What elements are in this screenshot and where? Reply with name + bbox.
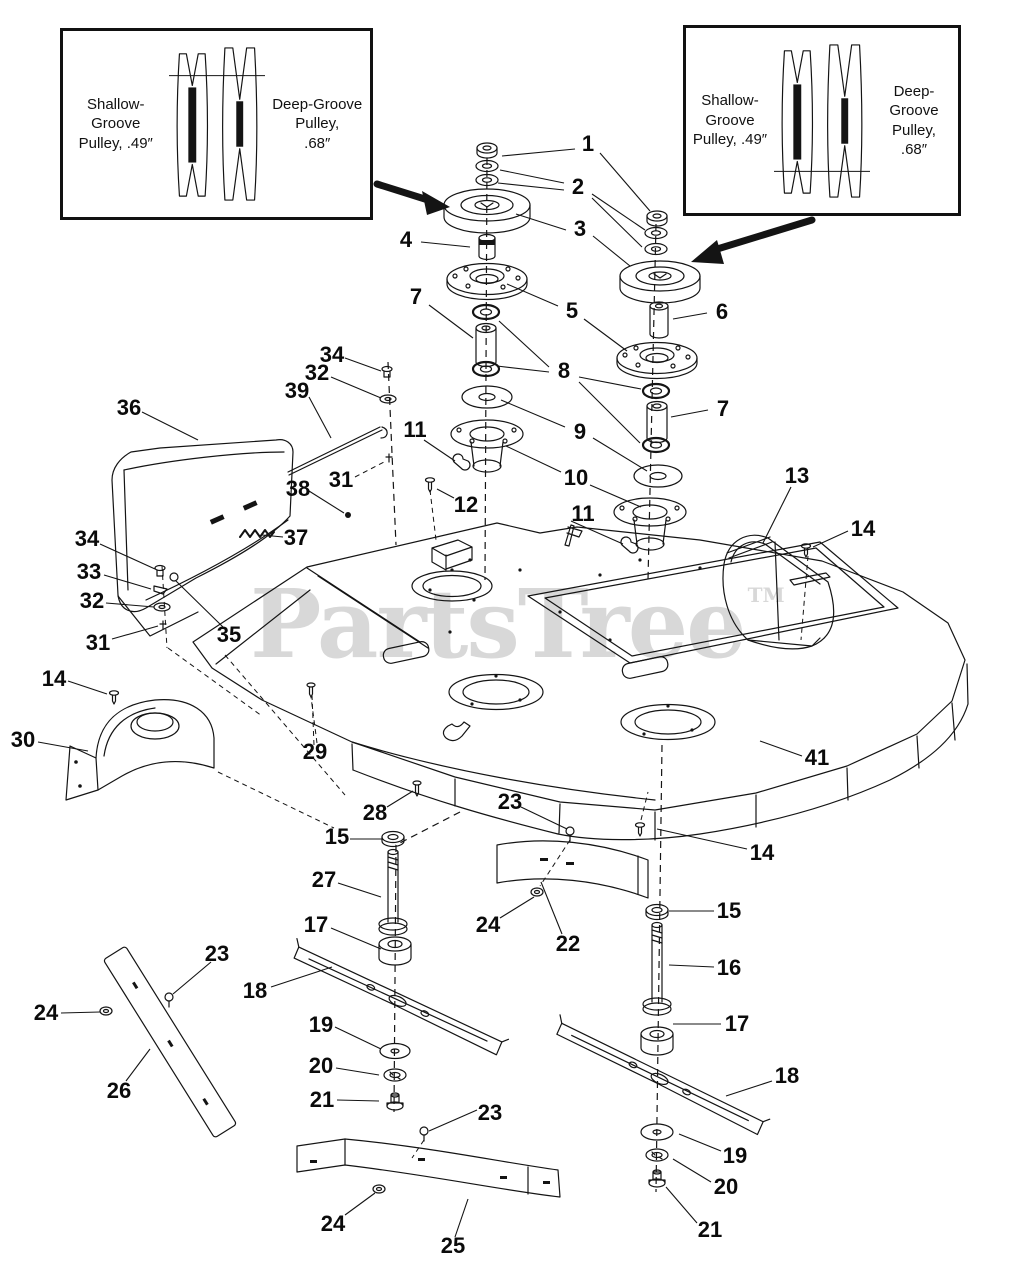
pulley-cross-section-art [774,43,870,198]
discharge-cover [723,535,834,649]
screw [802,544,811,557]
bearing [473,305,499,319]
spring [240,530,274,537]
pulley-inset-box-left: Shallow-Groove Pulley, .49″ Deep-Groove … [60,28,373,220]
blade-bolt [387,1093,403,1110]
large-washer [634,465,682,487]
screw [307,683,315,697]
spindle-housing [614,498,686,550]
retainer-clip [453,454,470,470]
large-washer [462,386,512,408]
rivet-dot [345,512,351,518]
hex-nut-small [373,1185,385,1193]
trademark-symbol: TM [747,583,785,607]
screw [165,993,173,1007]
left-inset-arrow [377,184,450,215]
side-baffle [103,946,236,1138]
screw [636,823,645,836]
deck-pulley [444,189,530,233]
right-inset-arrow [691,220,812,264]
center-blade-column [286,832,513,1111]
left-spindle-column [426,143,531,492]
deck-pulley [620,261,700,303]
cotter-pin [160,621,166,629]
lock-nut [382,832,404,847]
screw [426,478,435,492]
bearing [643,384,669,398]
spacer [650,302,668,338]
lock-washer [384,1069,406,1081]
bearing [643,438,669,452]
carriage-bolt [155,566,165,577]
deep-groove-label: Deep-Groove Pulley, .68″ [889,82,939,159]
cotter-pin [386,454,392,462]
spindle-flange [617,343,697,379]
washer [476,161,498,172]
mower-blade [548,1015,774,1137]
bearing [473,362,499,376]
hex-nut [477,143,497,158]
washer [645,244,667,255]
lock-nut [646,905,668,920]
shallow-groove-label: Shallow-Groove Pulley, .49″ [692,92,768,149]
washer [380,395,396,403]
hex-nut-small [531,888,543,896]
front-baffle [497,841,648,898]
blade-adapter-cup [641,1027,673,1055]
deck-shell [193,523,968,840]
deflector-shield [112,440,293,636]
washer [476,175,498,186]
chute-rod [288,427,387,475]
belt-cover [66,700,214,800]
assembly-axis-lines [162,158,808,1192]
shallow-groove-pulley-glyph [781,49,813,194]
screw [420,1127,428,1141]
flat-washer [380,1044,410,1059]
leader-lines [38,149,848,1237]
right-spindle-column [614,211,700,553]
deep-groove-pulley-glyph [827,43,863,198]
spacer [479,235,495,260]
lock-washer [646,1149,668,1161]
shallow-groove-pulley-glyph [176,53,208,197]
right-blade-column [548,905,774,1188]
spindle-flange [447,264,527,300]
blade-adapter-cup [379,937,411,965]
mower-blade [286,939,513,1057]
deep-groove-pulley-glyph [221,47,257,201]
hex-nut [647,211,667,226]
pivot-ring [170,573,178,581]
screw [110,691,119,704]
loose-fasteners [100,544,811,1193]
spacer-tube [476,324,496,367]
shallow-groove-label: Shallow-Groove Pulley, .49″ [78,95,153,152]
carriage-bolt [382,367,392,378]
spindle-shaft [379,850,407,936]
washer [645,228,667,239]
screw [566,827,574,841]
spindle-housing [451,420,523,472]
upper-hardware-column [380,367,396,463]
rear-baffle [297,1139,560,1197]
left-hardware-column [154,566,178,630]
washer [154,603,170,611]
pulley-inset-box-right: Shallow-Groove Pulley, .49″ Deep-Groove … [683,25,961,216]
blade-bolt [649,1170,665,1187]
hex-nut-small [100,1007,112,1015]
wire-clip [154,586,167,594]
pulley-cross-section-art [168,47,265,201]
spindle-shaft [643,923,671,1016]
flat-washer [641,1124,673,1140]
screw [413,781,421,796]
deep-groove-label: Deep-Groove Pulley, .68″ [272,95,363,152]
retainer-clip [621,537,638,553]
spacer-tube [647,402,667,443]
